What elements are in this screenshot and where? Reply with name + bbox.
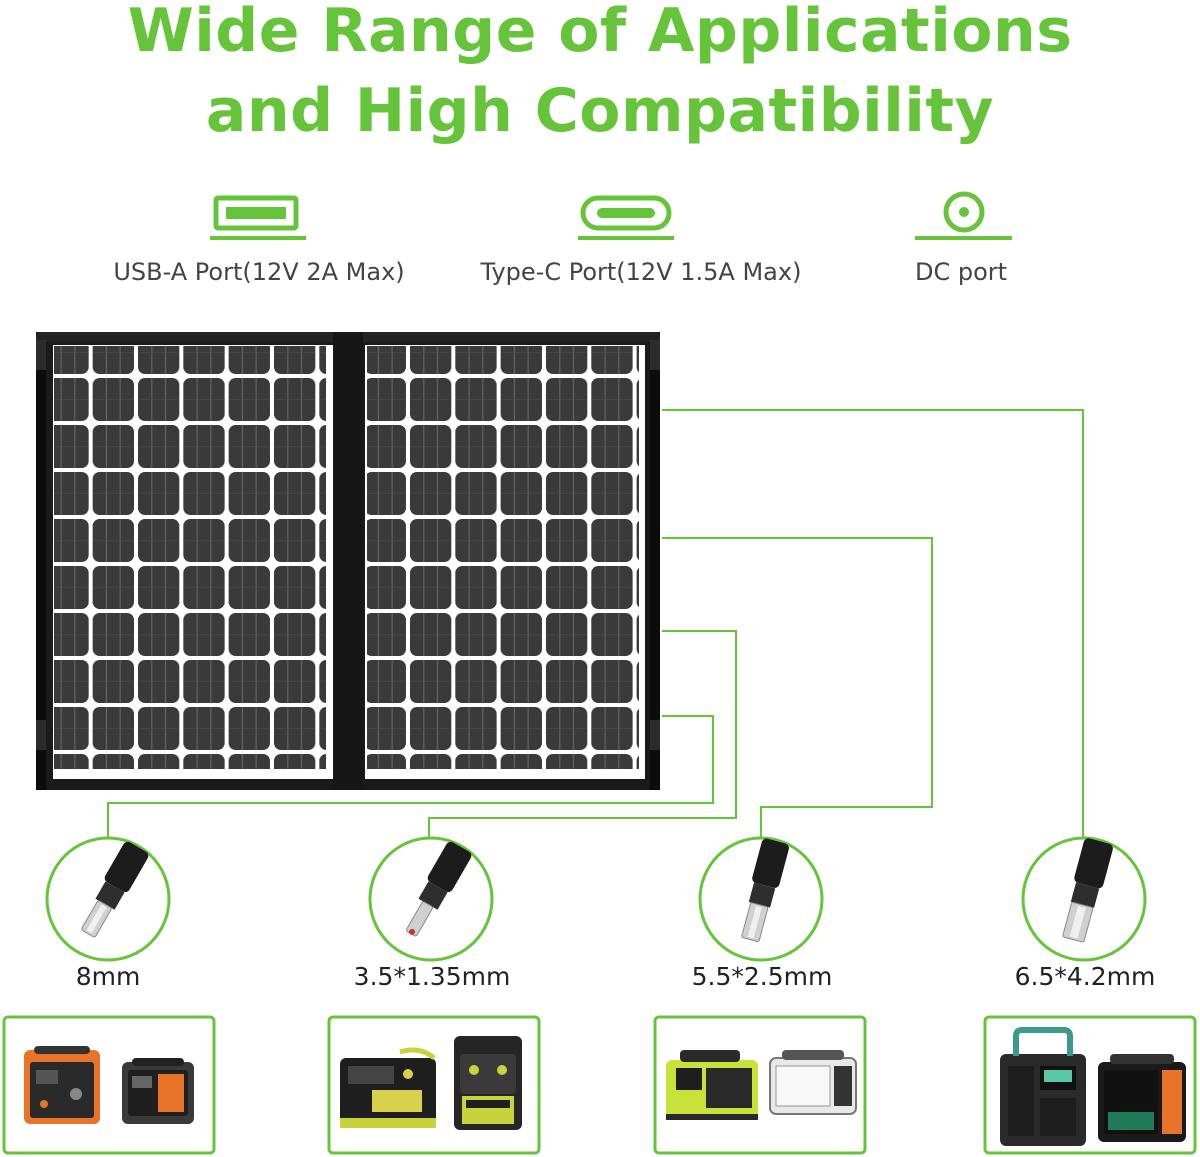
port-label-usb-a: USB-A Port(12V 2A Max) (113, 258, 405, 286)
page-title-line-2: and High Compatibility (205, 76, 995, 146)
port-label-usb-c: Type-C Port(12V 1.5A Max) (480, 258, 802, 286)
power-station-icon (666, 1050, 758, 1120)
page-title-line-1: Wide Range of Applications (127, 0, 1073, 66)
device-box-2 (327, 1015, 541, 1155)
power-station-icon (1000, 1027, 1086, 1146)
connector-label-8mm: 8mm (75, 962, 141, 991)
connector-6.5x4.2mm (1021, 836, 1147, 962)
power-station-icon (122, 1058, 194, 1124)
dc-port-icon (915, 191, 1012, 240)
connector-3.5x1.35mm (368, 836, 494, 962)
dc-plug-icon (81, 841, 149, 938)
dc-plug-icon (741, 838, 789, 942)
port-icons (210, 191, 1012, 240)
device-box-4 (983, 1015, 1197, 1155)
device-box-3 (653, 1015, 867, 1155)
connector-8mm (45, 836, 171, 962)
connector-label-5.5x2.5mm: 5.5*2.5mm (691, 962, 833, 991)
power-station-icon (769, 1050, 857, 1115)
connector-label-3.5x1.35mm: 3.5*1.35mm (353, 962, 511, 991)
power-station-icon (340, 1047, 436, 1128)
dc-plug-icon (1062, 838, 1113, 943)
solar-panel (36, 332, 660, 790)
connector-label-6.5x4.2mm: 6.5*4.2mm (1014, 962, 1156, 991)
power-station-icon (454, 1036, 522, 1130)
cables (107, 409, 1084, 838)
device-box-1 (2, 1015, 216, 1155)
power-station-icon (24, 1046, 100, 1124)
power-station-icon (1098, 1054, 1186, 1142)
connector-5.5x2.5mm (698, 836, 824, 962)
usb-a-port-icon (210, 195, 306, 240)
usb-c-port-icon (578, 195, 674, 240)
port-label-dc: DC port (914, 258, 1008, 286)
dc-plug-icon (406, 841, 472, 937)
